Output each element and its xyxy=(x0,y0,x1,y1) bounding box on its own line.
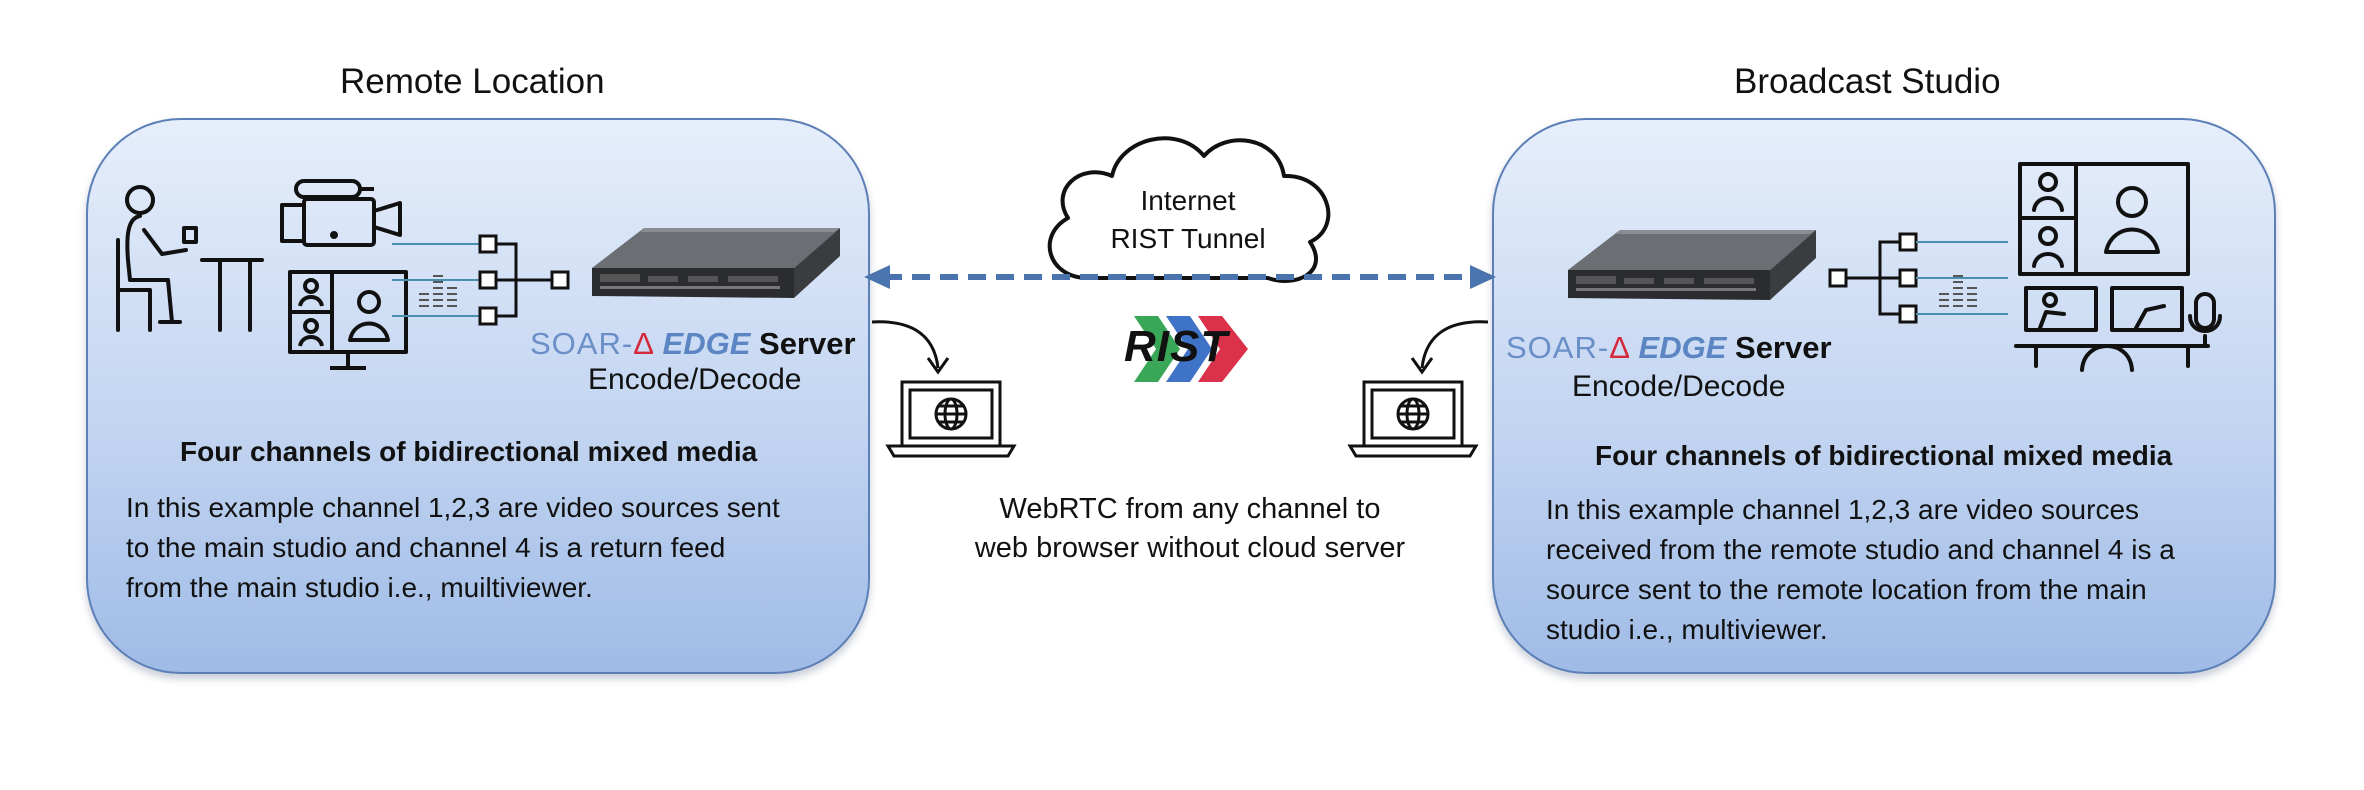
cloud-icon xyxy=(1047,136,1331,283)
panel-heading: Four channels of bidirectional mixed med… xyxy=(180,436,758,467)
description-line: received from the remote studio and chan… xyxy=(1546,534,2175,565)
video-camera-icon xyxy=(280,179,402,247)
person-at-desk-icon xyxy=(116,185,264,332)
curved-arrow-icon xyxy=(1410,320,1489,375)
channel-splitter-icon xyxy=(1828,232,2008,324)
brand-soar: SOAR- xyxy=(1506,330,1610,365)
cloud-line: Internet xyxy=(1140,185,1236,216)
description-line: In this example channel 1,2,3 are video … xyxy=(1546,494,2140,525)
panel-description: In this example channel 1,2,3 are video … xyxy=(126,488,780,608)
curved-arrow-icon xyxy=(871,320,950,375)
description-line: from the main studio i.e., muiltiviewer. xyxy=(126,572,593,603)
laptop-globe-icon xyxy=(885,380,1017,458)
soar-edge-server-logo: SOAR-Δ EDGE Server xyxy=(1506,330,1832,366)
webrtc-line: WebRTC from any channel to xyxy=(999,493,1381,525)
panel-description: In this example channel 1,2,3 are video … xyxy=(1546,490,2175,650)
brand-edge: EDGE xyxy=(1638,330,1727,365)
remote-location-panel xyxy=(86,118,870,674)
broadcast-studio-title: Broadcast Studio xyxy=(1734,62,2001,101)
description-line: source sent to the remote location from … xyxy=(1546,574,2147,605)
cloud-label: Internet RIST Tunnel xyxy=(1108,182,1268,258)
channel-splitter-icon xyxy=(392,234,570,326)
video-conference-monitor-icon xyxy=(288,270,408,370)
remote-location-title: Remote Location xyxy=(340,62,605,101)
cloud-line: RIST Tunnel xyxy=(1110,223,1266,254)
rack-server-icon xyxy=(592,228,840,298)
brand-server: Server xyxy=(759,326,856,361)
encode-decode-label: Encode/Decode xyxy=(588,363,802,396)
soar-edge-server-logo: SOAR-Δ EDGE Server xyxy=(530,326,856,362)
brand-server: Server xyxy=(1735,330,1832,365)
encode-decode-label: Encode/Decode xyxy=(1572,370,1786,403)
audio-level-icon xyxy=(1939,275,1977,307)
laptop-globe-icon xyxy=(1347,380,1479,458)
brand-edge: EDGE xyxy=(662,326,751,361)
description-line: studio i.e., multiviewer. xyxy=(1546,614,1828,645)
rist-logo-chevrons xyxy=(1134,316,1248,382)
webrtc-line: web browser without cloud server xyxy=(974,532,1406,564)
brand-delta: Δ xyxy=(1609,330,1630,365)
broadcast-desk-icon xyxy=(2014,162,2222,372)
description-line: In this example channel 1,2,3 are video … xyxy=(126,492,780,523)
rist-link-arrow xyxy=(864,265,1496,289)
panel-heading: Four channels of bidirectional mixed med… xyxy=(1595,440,2173,471)
rist-logo-text: RIST xyxy=(1124,322,1229,371)
audio-level-icon xyxy=(419,275,457,307)
description-line: to the main studio and channel 4 is a re… xyxy=(126,532,726,563)
brand-soar: SOAR- xyxy=(530,326,634,361)
webrtc-caption: WebRTC from any channel to web browser w… xyxy=(930,490,1450,568)
rack-server-icon xyxy=(1568,230,1816,300)
brand-delta: Δ xyxy=(633,326,654,361)
